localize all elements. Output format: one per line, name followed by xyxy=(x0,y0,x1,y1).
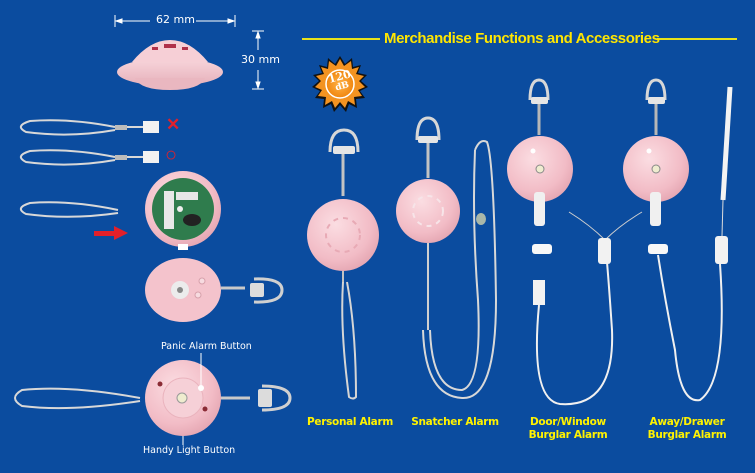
page-title: Merchandise Functions and Accessories xyxy=(384,30,660,47)
snatcher-alarm-illustration xyxy=(396,116,498,400)
device-side-view xyxy=(117,40,223,90)
caption-line1: Door/Window xyxy=(530,416,606,428)
strap-correct xyxy=(19,149,159,166)
height-dimension-label: 30 mm xyxy=(241,53,280,66)
panic-alarm-button-callout: Panic Alarm Button xyxy=(161,341,252,352)
caption-away-drawer-alarm: Away/Drawer Burglar Alarm xyxy=(632,416,742,442)
caption-line1: Snatcher Alarm xyxy=(411,416,499,428)
caption-snatcher-alarm: Snatcher Alarm xyxy=(405,416,505,429)
caption-line2: Burglar Alarm xyxy=(647,429,727,441)
correct-mark-icon: ○ xyxy=(165,144,178,166)
strap-installed xyxy=(19,201,119,218)
dimension-lines xyxy=(114,15,264,90)
device-back-cover xyxy=(145,258,284,322)
wrong-mark-icon: ✕ xyxy=(166,115,181,134)
title-line-left xyxy=(302,38,380,40)
caption-line1: Away/Drawer xyxy=(649,416,725,428)
width-dimension-label: 62 mm xyxy=(156,13,195,26)
personal-alarm-illustration xyxy=(307,128,379,400)
door-window-alarm-illustration xyxy=(507,78,643,406)
red-arrow-icon xyxy=(94,226,128,240)
120db-badge xyxy=(312,56,368,112)
device-front-view xyxy=(14,353,292,445)
away-drawer-alarm-illustration xyxy=(623,78,733,402)
device-open-pcb xyxy=(145,171,221,250)
handy-light-button-callout: Handy Light Button xyxy=(143,445,236,456)
caption-line2: Burglar Alarm xyxy=(528,429,608,441)
strap-wrong xyxy=(19,119,159,136)
title-line-right xyxy=(657,38,737,40)
caption-door-window-alarm: Door/Window Burglar Alarm xyxy=(518,416,618,442)
caption-personal-alarm: Personal Alarm xyxy=(300,416,400,429)
caption-line1: Personal Alarm xyxy=(306,416,393,428)
